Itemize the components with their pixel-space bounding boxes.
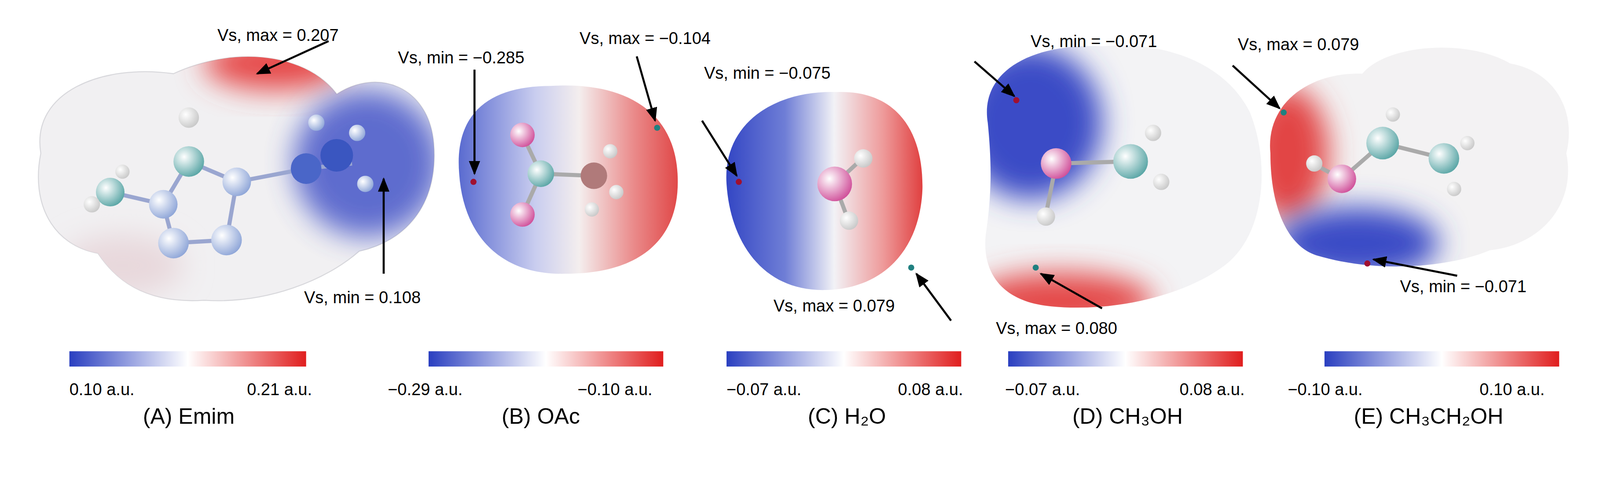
value-label: 0.08 a.u. — [898, 380, 964, 400]
value-label: −0.10 a.u. — [577, 380, 653, 400]
value-label: Vs, min = 0.108 — [304, 288, 421, 308]
value-label: Vs, max = −0.104 — [579, 29, 711, 48]
value-label: 0.10 a.u. — [69, 380, 135, 400]
value-label: Vs, min = −0.071 — [1400, 277, 1527, 297]
value-label: Vs, max = 0.207 — [217, 26, 339, 45]
value-label: 0.10 a.u. — [1479, 380, 1545, 400]
panel-caption: (E) CH₃CH₂OH — [1354, 404, 1504, 429]
value-label: Vs, max = 0.080 — [995, 319, 1118, 338]
value-label: 0.08 a.u. — [1179, 380, 1245, 400]
value-label: 0.21 a.u. — [246, 380, 312, 400]
panel-caption: (D) CH₃OH — [1072, 404, 1183, 429]
value-label: −0.10 a.u. — [1287, 380, 1363, 400]
panel-caption: (C) H₂O — [807, 404, 887, 429]
value-label: Vs, max = 0.079 — [773, 297, 896, 316]
value-label: −0.29 a.u. — [387, 380, 463, 400]
panel-caption: (B) OAc — [501, 404, 580, 429]
value-label: Vs, min = −0.071 — [1030, 32, 1157, 52]
panel-caption: (A) Emim — [143, 404, 235, 429]
value-label: −0.07 a.u. — [1005, 380, 1080, 400]
value-label: Vs, min = −0.285 — [397, 48, 525, 68]
value-label: −0.07 a.u. — [726, 380, 802, 400]
value-label: Vs, max = 0.079 — [1237, 35, 1360, 55]
value-label: Vs, min = −0.075 — [704, 64, 831, 83]
